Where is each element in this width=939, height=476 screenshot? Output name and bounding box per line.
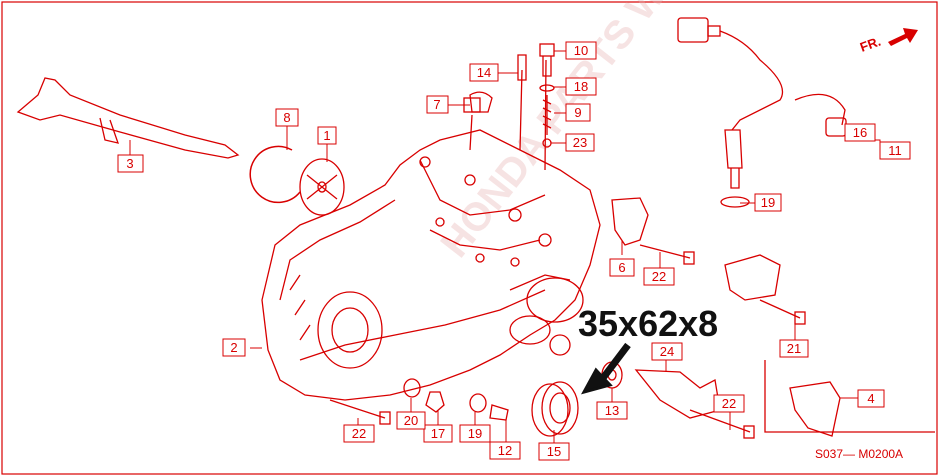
part-label-11: 11 <box>879 141 911 160</box>
part-label-4: 4 <box>857 389 885 408</box>
part-label-6: 6 <box>609 258 635 277</box>
svg-text:10: 10 <box>574 43 588 58</box>
svg-text:17: 17 <box>431 426 445 441</box>
part-label-17: 17 <box>423 424 453 443</box>
part-label-22b: 22 <box>343 424 375 443</box>
svg-text:21: 21 <box>787 341 801 356</box>
svg-text:6: 6 <box>618 260 625 275</box>
svg-text:2: 2 <box>230 340 237 355</box>
svg-text:19: 19 <box>761 195 775 210</box>
svg-text:14: 14 <box>477 65 491 80</box>
part-label-3: 3 <box>117 154 144 173</box>
part-label-10: 10 <box>565 41 597 60</box>
svg-text:9: 9 <box>574 105 581 120</box>
part-label-15: 15 <box>538 442 570 461</box>
part-label-1: 1 <box>317 126 337 145</box>
leader-lines <box>129 50 881 443</box>
svg-text:1: 1 <box>323 128 330 143</box>
part-label-21: 21 <box>779 339 809 358</box>
part-label-18: 18 <box>565 77 597 96</box>
part-label-19a: 19 <box>459 424 491 443</box>
top-bolts <box>469 43 555 148</box>
part-label-20: 20 <box>396 411 426 430</box>
svg-text:24: 24 <box>660 344 674 359</box>
svg-text:13: 13 <box>605 403 619 418</box>
front-direction-marker: FR. <box>858 28 918 55</box>
svg-text:20: 20 <box>404 413 418 428</box>
shim-plate <box>299 158 345 216</box>
svg-text:18: 18 <box>574 79 588 94</box>
watermark-text: HONDA PARTS WEB <box>432 0 709 266</box>
fr-label: FR. <box>858 34 883 55</box>
part-label-22c: 22 <box>713 394 745 413</box>
svg-text:11: 11 <box>888 143 902 158</box>
front-arrow-icon <box>888 28 918 46</box>
part-label-12: 12 <box>489 441 521 460</box>
part-label-24: 24 <box>651 342 683 361</box>
svg-text:15: 15 <box>547 444 561 459</box>
part-label-2: 2 <box>222 338 246 357</box>
svg-text:22: 22 <box>652 269 666 284</box>
diagram-code: S037— M0200A <box>815 447 903 461</box>
svg-text:4: 4 <box>867 391 874 406</box>
svg-text:16: 16 <box>853 125 867 140</box>
seal-size-callout: 35x62x8 <box>578 303 718 344</box>
svg-text:19: 19 <box>468 426 482 441</box>
part-label-13: 13 <box>596 401 628 420</box>
snap-ring <box>249 145 301 204</box>
part-label-16: 16 <box>844 123 876 142</box>
svg-text:3: 3 <box>126 156 133 171</box>
part-label-14: 14 <box>469 63 499 82</box>
svg-text:23: 23 <box>573 135 587 150</box>
svg-text:22: 22 <box>352 426 366 441</box>
part-label-9: 9 <box>565 103 591 122</box>
part-label-23: 23 <box>565 133 595 152</box>
svg-text:12: 12 <box>498 443 512 458</box>
svg-text:22: 22 <box>722 396 736 411</box>
part-label-19b: 19 <box>754 193 782 212</box>
part-label-8: 8 <box>275 108 299 127</box>
breather-bracket <box>16 77 240 159</box>
part-number-labels: 1 2 3 4 6 7 8 9 10 11 12 13 14 15 16 17 … <box>117 41 911 461</box>
speed-sensor-harness <box>677 17 847 208</box>
callout-arrow <box>581 342 631 395</box>
svg-text:7: 7 <box>433 97 440 112</box>
part-label-7: 7 <box>426 95 449 114</box>
svg-text:8: 8 <box>283 110 290 125</box>
transmission-housing <box>261 59 601 401</box>
part-label-22a: 22 <box>643 267 675 286</box>
